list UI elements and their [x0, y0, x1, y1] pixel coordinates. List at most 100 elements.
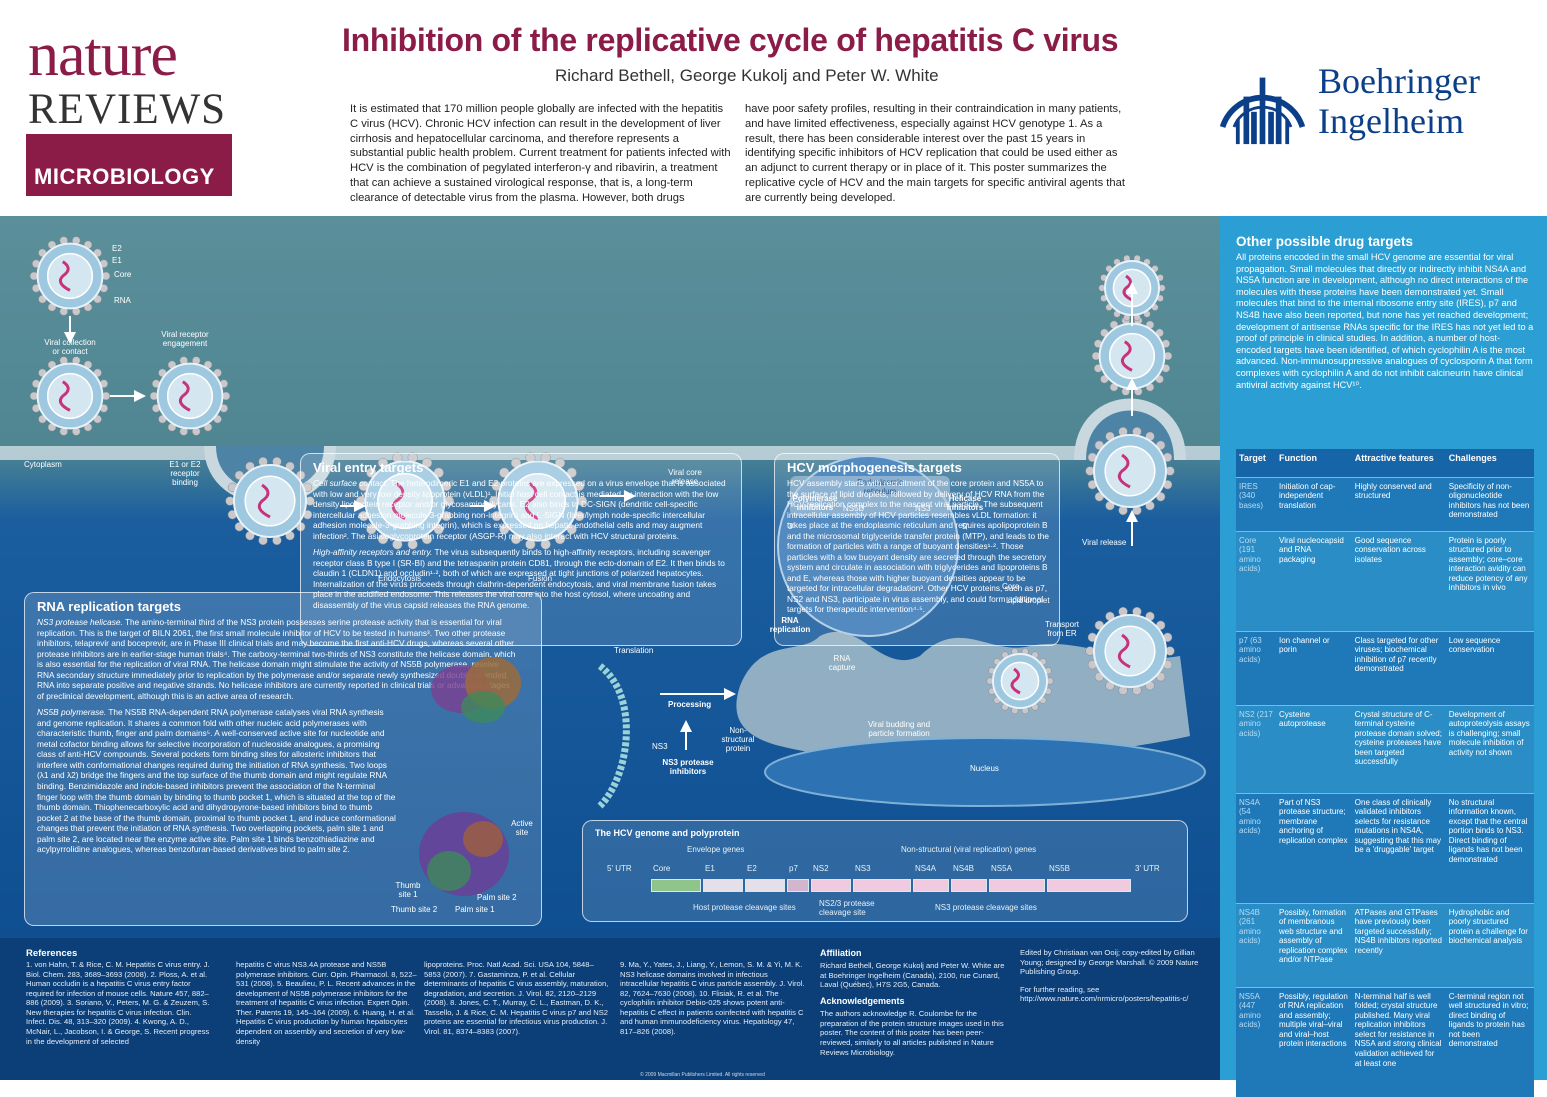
- label-e1-e2-binding: E1 or E2 receptor binding: [169, 460, 201, 487]
- genome-segment: [1047, 879, 1131, 892]
- table-cell: N-terminal half is well folded; crystal …: [1351, 986, 1446, 1097]
- rna-replication-p1: NS3 protease helicase. The amino-termina…: [37, 617, 517, 701]
- table-row: NS5A (447 amino acids)Possibly, regulati…: [1236, 986, 1534, 1097]
- genome-segment-label: 5' UTR: [607, 864, 632, 873]
- journal-logo-microbiology: MICROBIOLOGY: [26, 134, 232, 196]
- virion-svg: [29, 236, 1175, 715]
- table-cell: Highly conserved and structured: [1351, 476, 1446, 531]
- table-cell: Good sequence conservation across isolat…: [1351, 530, 1446, 631]
- rna-p2-lead: NS5B polymerase.: [37, 707, 107, 718]
- label-3-prime: 3': [788, 522, 794, 531]
- genome-segment: [703, 879, 743, 892]
- table-cell: Initiation of cap-independent translatio…: [1276, 476, 1352, 531]
- genome-segment: [853, 879, 911, 892]
- endoplasmic-reticulum: [736, 631, 1190, 762]
- table-header-cell: Target: [1236, 449, 1276, 477]
- genome-segment: [787, 879, 809, 892]
- label-viral-budding: Viral budding and particle formation: [867, 720, 931, 738]
- other-drug-targets-panel: Other possible drug targets All proteins…: [1220, 216, 1547, 1097]
- envelope-genes-label: Envelope genes: [687, 845, 745, 854]
- genome-panel: The HCV genome and polyprotein Envelope …: [582, 820, 1188, 922]
- table-row: Core (191 amino acids)Viral nucleocapsid…: [1236, 530, 1534, 631]
- label-rna-capture: RNA capture: [828, 654, 856, 672]
- table-cell: Protein is poorly structured prior to as…: [1445, 530, 1534, 631]
- acknowledgements-title: Acknowledgements: [820, 996, 905, 1007]
- label-nucleus: Nucleus: [970, 764, 999, 773]
- viral-entry-p2: High-affinity receptors and entry. The v…: [313, 547, 731, 610]
- genome-segment: [951, 879, 987, 892]
- virion-particle-icon: [225, 456, 315, 546]
- label-nonstructural-protein: Non-structural protein: [721, 726, 755, 753]
- label-palm-site-2: Palm site 2: [477, 893, 517, 902]
- table-cell: C-terminal region not well structured in…: [1445, 986, 1534, 1097]
- intro-column-1: It is estimated that 170 million people …: [350, 103, 731, 204]
- references-col-1: 1. von Hahn, T. & Rice, C. M. Hepatitis …: [26, 960, 210, 1046]
- poster-title: Inhibition of the replicative cycle of h…: [342, 22, 1119, 58]
- genome-segment-label: p7: [789, 864, 798, 873]
- journal-logo-nature: nature: [28, 21, 178, 89]
- genome-segment: [913, 879, 949, 892]
- references-title: References: [26, 948, 78, 959]
- table-cell: p7 (63 amino acids): [1236, 630, 1276, 705]
- sponsor-name: Boehringer Ingelheim: [1318, 61, 1480, 141]
- label-active-site: Active site: [511, 819, 533, 837]
- viral-entry-p2-text: The virus subsequently binds to high-aff…: [313, 547, 725, 610]
- sponsor-line-2: Ingelheim: [1318, 100, 1464, 141]
- label-core: Core: [114, 270, 132, 279]
- genome-title: The HCV genome and polyprotein: [595, 828, 740, 838]
- genome-segment-label: NS3: [855, 864, 871, 873]
- sponsor-line-1: Boehringer: [1318, 61, 1480, 101]
- journal-logo-reviews: REVIEWS: [28, 86, 227, 133]
- label-e2: E2: [112, 244, 122, 253]
- table-cell: Possibly, regulation of RNA replication …: [1276, 986, 1352, 1097]
- table-row: NS2 (217 amino acids)Cysteine autoprotea…: [1236, 704, 1534, 793]
- label-translation: Translation: [614, 646, 654, 655]
- host-cleavage-label: Host protease cleavage sites: [693, 903, 796, 912]
- genome-segment: [989, 879, 1045, 892]
- table-row: NS4A (54 amino acids)Part of NS3 proteas…: [1236, 792, 1534, 903]
- morphogenesis-text: HCV assembly starts with recruitment of …: [787, 478, 1049, 615]
- further-reading-text: For further reading, see http://www.natu…: [1020, 984, 1189, 1004]
- table-row: IRES (340 bases)Initiation of cap-indepe…: [1236, 476, 1534, 531]
- viral-entry-p2-lead: High-affinity receptors and entry.: [313, 547, 433, 558]
- label-viral-receptor: Viral receptor engagement: [161, 330, 209, 348]
- table-cell: NS4B (261 amino acids): [1236, 902, 1276, 987]
- nonstructural-genes-label: Non-structural (viral replication) genes: [901, 845, 1037, 854]
- virion-particle-icon: [29, 356, 111, 436]
- table-header-cell: Challenges: [1445, 449, 1534, 477]
- rna-replication-panel: RNA replication targets NS3 protease hel…: [24, 592, 542, 926]
- references-col-4: 9. Ma, Y., Yates, J., Liang, Y., Lemon, …: [620, 960, 805, 1036]
- label-ns3-left: NS3: [652, 742, 668, 751]
- table-cell: Cysteine autoprotease: [1276, 704, 1352, 793]
- label-palm-site-1: Palm site 1: [455, 905, 495, 914]
- references-col-3: lipoproteins. Proc. Natl Acad. Sci. USA …: [424, 960, 609, 1036]
- genome-segment-label: NS4A: [915, 864, 936, 873]
- label-thumb-site-1: Thumb site 1: [395, 881, 421, 899]
- table-cell: Crystal structure of C-terminal cysteine…: [1351, 704, 1446, 793]
- virion-particle-icon: [149, 356, 231, 436]
- table-cell: Viral nucleocapsid and RNA packaging: [1276, 530, 1352, 631]
- acknowledgements-text: The authors acknowledge R. Coulombe for …: [820, 1009, 1004, 1057]
- label-core-2: Core: [1002, 582, 1020, 591]
- table-header-cell: Attractive features: [1351, 449, 1446, 477]
- ns5b-polymerase-structure-icon: [419, 812, 509, 896]
- virion-particle-icon: [488, 452, 588, 550]
- references-footer: References 1. von Hahn, T. & Rice, C. M.…: [0, 938, 1220, 1080]
- table-cell: Development of autoproteolysis assays is…: [1445, 704, 1534, 793]
- genome-segment-label: NS4B: [953, 864, 974, 873]
- table-row: NS4B (261 amino acids)Possibly, formatio…: [1236, 902, 1534, 987]
- table-cell: Possibly, formation of membranous web st…: [1276, 902, 1352, 987]
- viral-entry-panel: Viral entry targets Cell surface contact…: [300, 453, 742, 646]
- edited-by-text: Edited by Christiaan van Ooij; copy-edit…: [1020, 948, 1199, 977]
- label-rna-replication: RNA replication: [769, 616, 811, 634]
- affiliation-block: Affiliation Richard Bethell, George Kuko…: [820, 948, 1012, 1057]
- genome-segment: [811, 879, 851, 892]
- label-transport: Transport from ER: [1045, 620, 1079, 638]
- label-viral-release: Viral release: [1082, 538, 1127, 547]
- viral-entry-p1: Cell surface contact. The heterodimeric …: [313, 478, 731, 541]
- genome-segment-label: NS5B: [1049, 864, 1070, 873]
- viral-entry-p1-lead: Cell surface contact.: [313, 478, 389, 488]
- table-cell: ATPases and GTPases have previously been…: [1351, 902, 1446, 987]
